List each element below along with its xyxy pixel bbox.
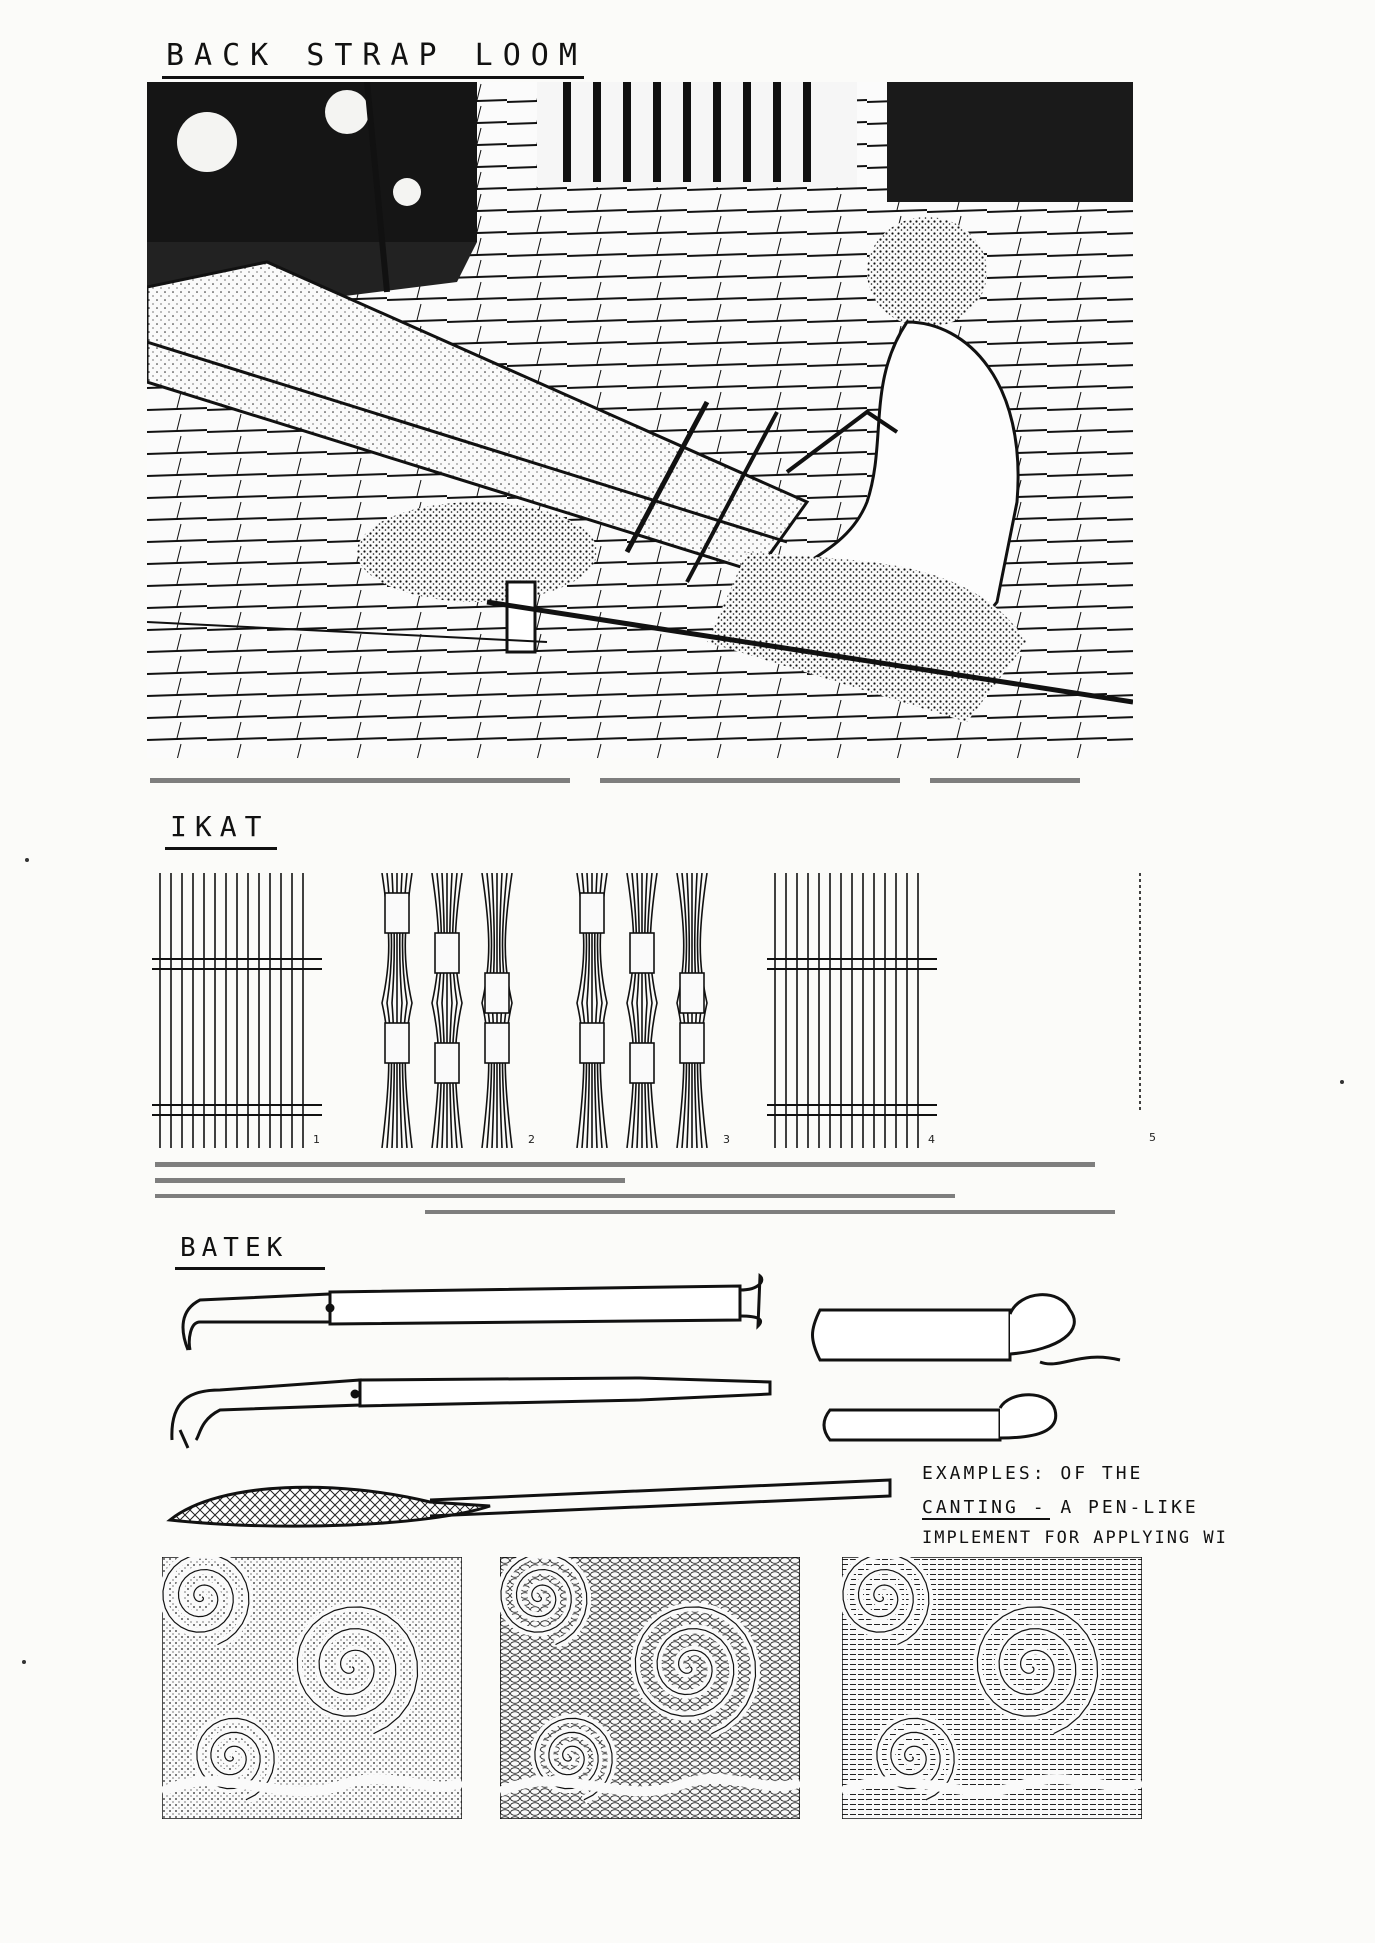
ikat-thread-drawing — [576, 872, 708, 1149]
ikat-panel: 4 — [767, 873, 937, 1148]
canting-note-line-1: EXAMPLES: OF THE — [922, 1463, 1144, 1484]
ikat-panel-number: 4 — [928, 1133, 935, 1146]
ikat-panel-number: 3 — [723, 1133, 730, 1146]
ikat-caption — [155, 1160, 1135, 1220]
ikat-panel: 2 — [367, 872, 537, 1149]
canting-underline — [922, 1518, 1050, 1520]
section-title-backstrap: BACK STRAP LOOM — [166, 38, 587, 73]
canting-nib-1 — [811, 1293, 1121, 1366]
margin-dot — [25, 858, 29, 862]
margin-dot — [1340, 1080, 1344, 1084]
section-title-batek: BATEK — [180, 1233, 289, 1263]
canting-tools — [166, 1272, 1121, 1528]
title-underline — [175, 1267, 325, 1270]
canting-note-line-2: CANTING - A PEN-LIKE — [922, 1497, 1199, 1518]
title-underline — [165, 847, 277, 850]
ikat-thread-drawing — [767, 873, 937, 1148]
ikat-panel-number: 1 — [313, 1133, 320, 1146]
backstrap-loom-photo — [147, 82, 1133, 758]
batek-swirl-panel — [842, 1557, 1142, 1819]
section-title-ikat: IKAT — [170, 810, 270, 843]
margin-dot — [22, 1660, 26, 1664]
ikat-thread-drawing — [1139, 873, 1141, 1113]
ikat-panel-number: 2 — [528, 1133, 535, 1146]
ikat-thread-drawing — [381, 872, 513, 1149]
ikat-panel: 5 — [972, 873, 1156, 1148]
canting-tool-3 — [166, 1478, 892, 1528]
canting-tool-2 — [170, 1376, 772, 1449]
ikat-panel: 1 — [152, 873, 322, 1148]
batek-swirl-panel — [162, 1557, 462, 1819]
photo-caption — [150, 776, 1090, 788]
ikat-panel: 3 — [562, 872, 732, 1149]
batek-swirl-panel — [500, 1557, 800, 1819]
ikat-panel-number: 5 — [1149, 1131, 1156, 1144]
canting-nib-2 — [822, 1393, 1058, 1442]
caption-text-scribble — [150, 778, 1080, 783]
title-underline — [162, 76, 584, 79]
caption-text-scribble — [155, 1162, 1115, 1214]
loom-photo-drawing — [147, 82, 1133, 758]
canting-note-line-3: IMPLEMENT FOR APPLYING WI — [922, 1528, 1228, 1548]
canting-tool-1 — [181, 1272, 764, 1351]
ikat-thread-drawing — [152, 873, 322, 1148]
batek-pattern-panels — [162, 1557, 1152, 1821]
ikat-panels: 1 2 3 4 5 — [152, 872, 1156, 1153]
